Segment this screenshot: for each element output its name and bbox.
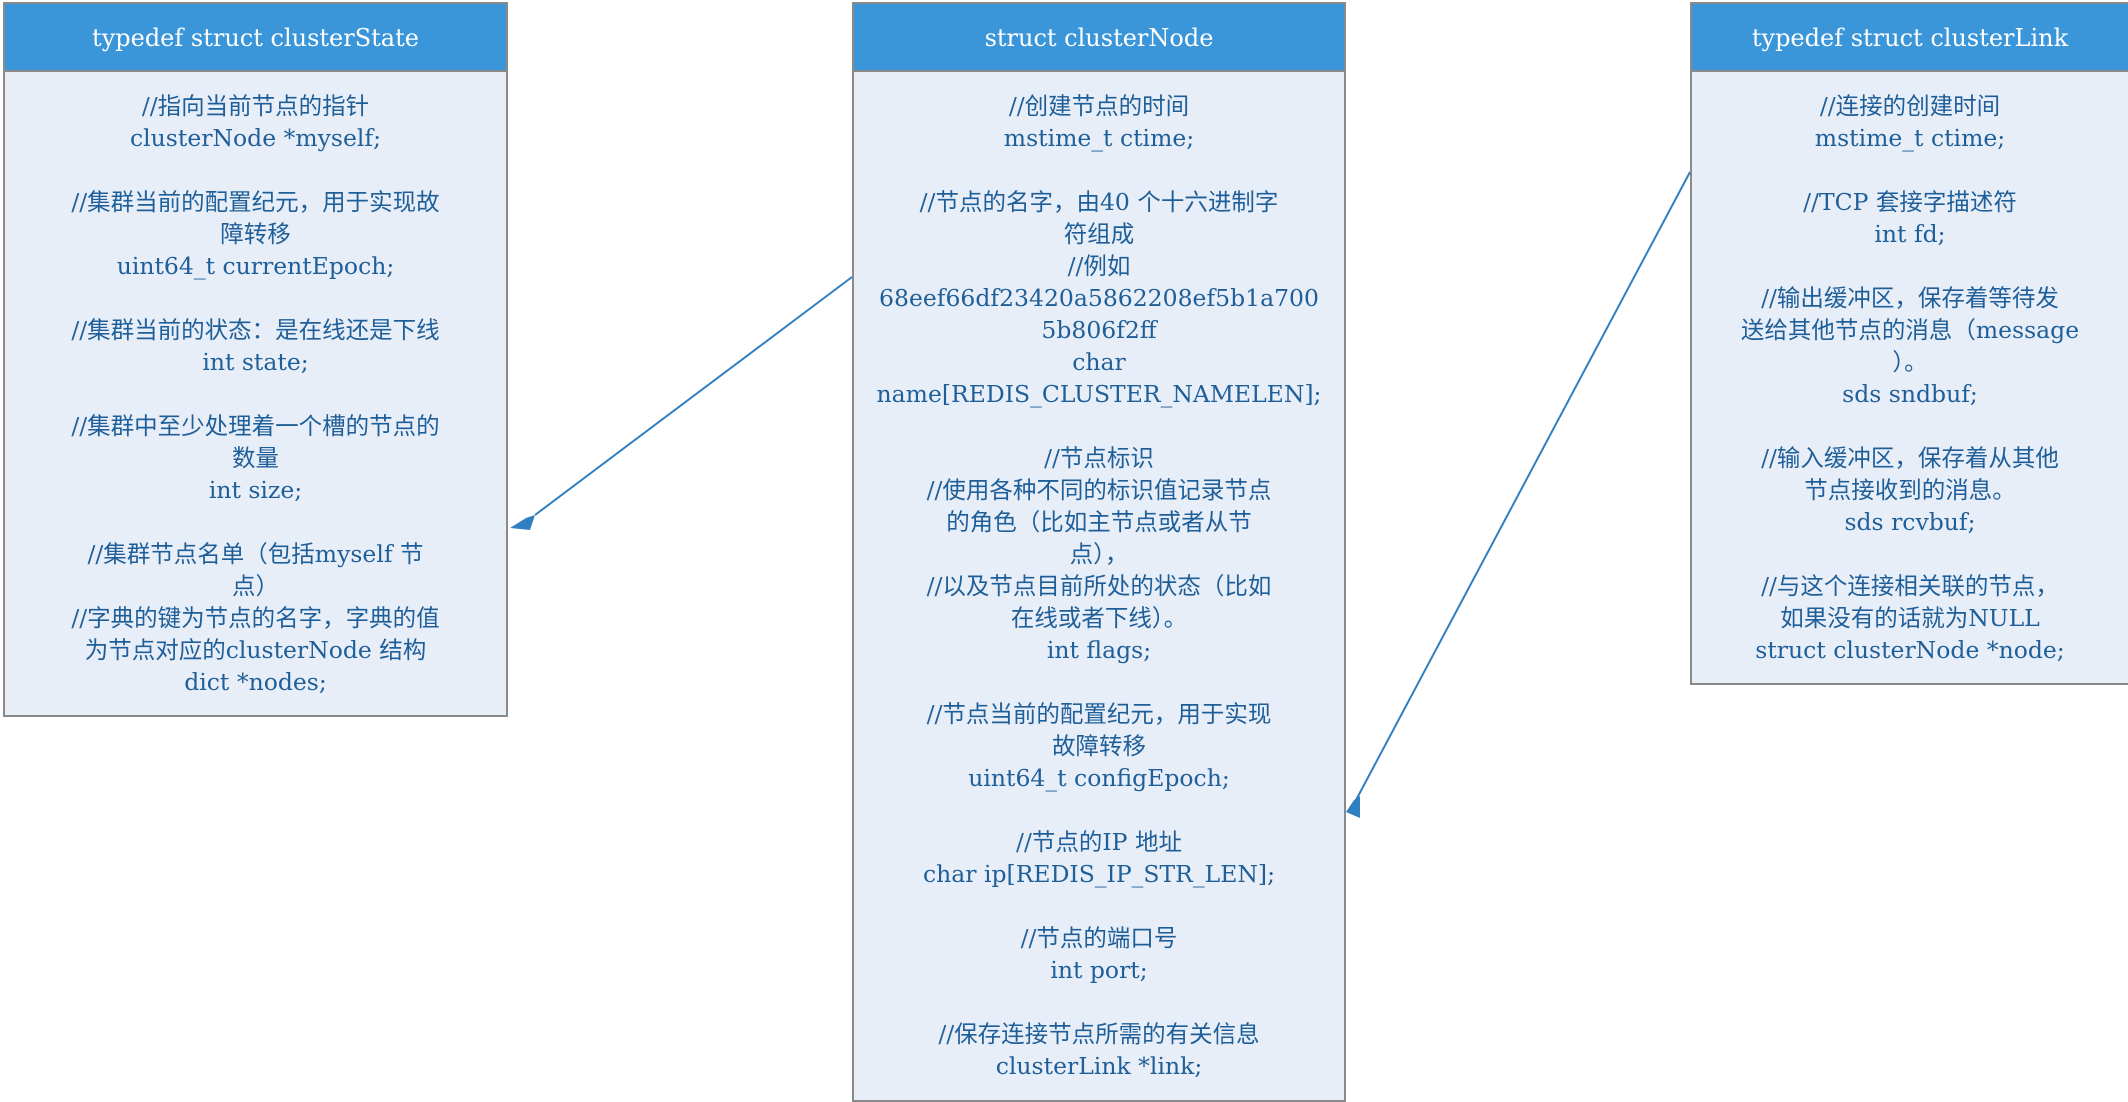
struct-box-clusterNode: struct clusterNode //创建节点的时间 mstime_t cti… bbox=[852, 2, 1346, 1102]
field-line: char ip[REDIS_IP_STR_LEN]; bbox=[922, 860, 1276, 888]
field-line: 送给其他节点的消息（message bbox=[1740, 316, 2080, 344]
field-line: int flags; bbox=[1046, 636, 1152, 664]
field-line: //TCP 套接字描述符 bbox=[1803, 188, 2017, 216]
field-line: //创建节点的时间 bbox=[1008, 92, 1190, 120]
field-group: //与这个连接相关联的节点， 如果没有的话就为NULL struct cluster… bbox=[1714, 570, 2106, 666]
struct-fields: //指向当前节点的指针 clusterNode *myself; //集群当前的配置… bbox=[5, 72, 506, 698]
field-line: mstime_t ctime; bbox=[1814, 124, 2006, 152]
field-line: char bbox=[1072, 348, 1126, 376]
field-group: //节点的名字，由40 个十六进制字符组成 //例如 68eef66df23420a… bbox=[876, 186, 1322, 410]
field-group: //节点的IP 地址 char ip[REDIS_IP_STR_LEN]; bbox=[876, 826, 1322, 890]
field-line: 点） bbox=[232, 572, 279, 600]
field-line: int state; bbox=[202, 348, 309, 376]
field-line: //使用各种不同的标识值记录节点 bbox=[926, 476, 1272, 504]
field-line: 5b806f2ff bbox=[1041, 316, 1157, 344]
connector-state-to-node bbox=[534, 276, 853, 516]
field-line: int port; bbox=[1050, 956, 1148, 984]
struct-box-clusterLink: typedef struct clusterLink //连接的创建时间 msti… bbox=[1690, 2, 2128, 685]
struct-fields: //连接的创建时间 mstime_t ctime; //TCP 套接字描述符 int … bbox=[1692, 72, 2128, 666]
field-group: //保存连接节点所需的有关信息 clusterLink *link; bbox=[876, 1018, 1322, 1082]
field-group: //集群节点名单（包括myself 节点） //字典的键为节点的名字，字典的值为节… bbox=[27, 538, 484, 698]
field-line: 点）， bbox=[1069, 540, 1129, 568]
field-group: //节点当前的配置纪元，用于实现故障转移 uint64_t configEpoch… bbox=[876, 698, 1322, 794]
field-line: //例如 bbox=[1067, 252, 1131, 280]
field-line: //集群当前的配置纪元，用于实现故 bbox=[71, 188, 440, 216]
struct-title: typedef struct clusterLink bbox=[1692, 4, 2128, 72]
field-group: //TCP 套接字描述符 int fd; bbox=[1714, 186, 2106, 250]
struct-title: typedef struct clusterState bbox=[5, 4, 506, 72]
field-group: //指向当前节点的指针 clusterNode *myself; bbox=[27, 90, 484, 154]
field-group: //集群中至少处理着一个槽的节点的数量 int size; bbox=[27, 410, 484, 506]
field-group: //连接的创建时间 mstime_t ctime; bbox=[1714, 90, 2106, 154]
field-group: //集群当前的状态：是在线还是下线 int state; bbox=[27, 314, 484, 378]
field-group: //输入缓冲区，保存着从其他节点接收到的消息。 sds rcvbuf; bbox=[1714, 442, 2106, 538]
field-line: 数量 bbox=[232, 444, 279, 472]
field-group: //创建节点的时间 mstime_t ctime; bbox=[876, 90, 1322, 154]
field-line: name[REDIS_CLUSTER_NAMELEN]; bbox=[876, 380, 1322, 408]
field-line: //集群当前的状态：是在线还是下线 bbox=[71, 316, 440, 344]
field-line: //输入缓冲区，保存着从其他 bbox=[1761, 444, 2059, 472]
field-line: 在线或者下线）。 bbox=[1010, 604, 1188, 632]
field-line: sds rcvbuf; bbox=[1844, 508, 1976, 536]
field-line: int size; bbox=[208, 476, 303, 504]
struct-title: struct clusterNode bbox=[854, 4, 1344, 72]
field-line: //指向当前节点的指针 bbox=[141, 92, 370, 120]
field-line: 68eef66df23420a5862208ef5b1a700 bbox=[879, 284, 1319, 312]
field-line: //节点的名字，由40 个十六进制字 bbox=[919, 188, 1279, 216]
struct-box-clusterState: typedef struct clusterState //指向当前节点的指针 c… bbox=[3, 2, 508, 717]
field-line: //节点的端口号 bbox=[1020, 924, 1178, 952]
field-line: //节点标识 bbox=[1044, 444, 1154, 472]
field-line: 故障转移 bbox=[1052, 732, 1146, 760]
field-line: //集群中至少处理着一个槽的节点的 bbox=[71, 412, 440, 440]
field-line: struct clusterNode *node; bbox=[1755, 636, 2065, 664]
field-line: int fd; bbox=[1874, 220, 1946, 248]
field-line: //输出缓冲区，保存着等待发 bbox=[1761, 284, 2059, 312]
field-line: sds sndbuf; bbox=[1842, 380, 1978, 408]
field-group: //节点的端口号 int port; bbox=[876, 922, 1322, 986]
diamond-marker-link bbox=[1346, 796, 1360, 818]
field-line: uint64_t configEpoch; bbox=[968, 764, 1230, 792]
field-line: //节点当前的配置纪元，用于实现 bbox=[926, 700, 1272, 728]
field-line: //以及节点目前所处的状态（比如 bbox=[926, 572, 1272, 600]
field-line: 符组成 bbox=[1063, 220, 1135, 248]
field-line: 为节点对应的clusterNode 结构 bbox=[84, 636, 427, 664]
field-line: 如果没有的话就为NULL bbox=[1780, 604, 2040, 632]
field-line: //集群节点名单（包括myself 节 bbox=[87, 540, 424, 568]
field-group: //输出缓冲区，保存着等待发送给其他节点的消息（message ）。 sds snd… bbox=[1714, 282, 2106, 410]
field-group: //节点标识 //使用各种不同的标识值记录节点的角色（比如主节点或者从节点）， //… bbox=[876, 442, 1322, 666]
field-line: //与这个连接相关联的节点， bbox=[1761, 572, 2059, 600]
field-line: clusterLink *link; bbox=[995, 1052, 1203, 1080]
field-line: 的角色（比如主节点或者从节 bbox=[946, 508, 1252, 536]
field-group: //集群当前的配置纪元，用于实现故障转移 uint64_t currentEpoc… bbox=[27, 186, 484, 282]
field-line: //节点的IP 地址 bbox=[1016, 828, 1182, 856]
field-line: clusterNode *myself; bbox=[130, 124, 381, 152]
field-line: //连接的创建时间 bbox=[1819, 92, 2001, 120]
connector-node-to-link bbox=[1355, 171, 1691, 801]
field-line: //字典的键为节点的名字，字典的值 bbox=[71, 604, 440, 632]
field-line: 障转移 bbox=[220, 220, 291, 248]
struct-fields: //创建节点的时间 mstime_t ctime; //节点的名字，由40 个十六进… bbox=[854, 72, 1344, 1082]
diamond-marker-state bbox=[510, 515, 535, 530]
field-line: mstime_t ctime; bbox=[1003, 124, 1195, 152]
field-line: uint64_t currentEpoch; bbox=[116, 252, 395, 280]
field-line: 节点接收到的消息。 bbox=[1804, 476, 2016, 504]
field-line: //保存连接节点所需的有关信息 bbox=[938, 1020, 1260, 1048]
field-line: ）。 bbox=[1892, 348, 1928, 376]
field-line: dict *nodes; bbox=[184, 668, 327, 696]
